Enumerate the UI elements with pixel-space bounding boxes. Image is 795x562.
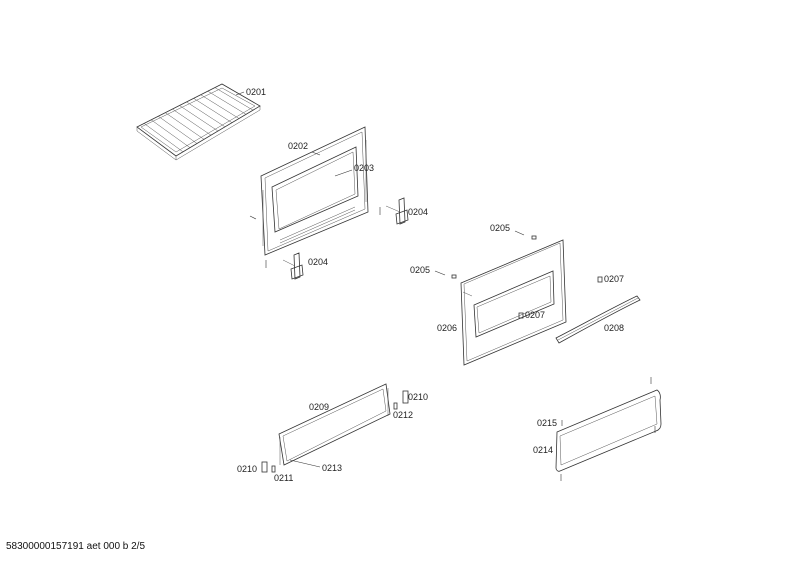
- rack-wire: [179, 105, 219, 132]
- rack-wire: [158, 116, 198, 144]
- callout-0213: 0213: [322, 463, 342, 473]
- door-glass-0206: [460, 239, 567, 366]
- callout-0203: 0203: [354, 163, 374, 173]
- clip-0207-right: [597, 276, 603, 283]
- callout-0209: 0209: [309, 402, 329, 412]
- callout-0210-left: 0210: [237, 464, 257, 474]
- callout-0211: 0211: [274, 473, 293, 483]
- callout-0201: 0201: [246, 87, 266, 97]
- callout-0215: 0215: [537, 418, 557, 428]
- bracket-0210-right: [402, 390, 409, 404]
- callout-0204-lower: 0204: [308, 257, 328, 267]
- screw-0205-upper: [514, 230, 537, 240]
- callout-0202: 0202: [288, 141, 308, 151]
- rack-wire: [207, 90, 247, 115]
- oven-rack-0201: [136, 83, 261, 161]
- inner-door-frame-0202: [260, 126, 369, 256]
- callout-0207-glass: 0207: [525, 310, 545, 320]
- rack-wire: [172, 108, 212, 136]
- rack-wire: [143, 123, 184, 153]
- rack-wire: [186, 101, 226, 128]
- callout-0212: 0212: [393, 410, 413, 420]
- callout-0214: 0214: [533, 445, 553, 455]
- callout-0210-right: 0210: [408, 392, 428, 402]
- callout-0205-lower: 0205: [410, 265, 430, 275]
- rack-wire: [214, 87, 254, 111]
- hinge-0204-lower: [282, 252, 304, 280]
- bracket-0210-left: [261, 461, 268, 473]
- pin-0212: [393, 402, 398, 410]
- callout-0206: 0206: [437, 323, 457, 333]
- rack-wire: [165, 112, 205, 140]
- rack-wire: [151, 119, 191, 148]
- callout-0205-upper: 0205: [490, 223, 510, 233]
- hinge-0204-upper: [385, 197, 409, 225]
- callout-0208: 0208: [604, 323, 624, 333]
- trim-frame-0209: [278, 383, 391, 468]
- rack-wire: [193, 98, 233, 123]
- screw-0205-lower: [434, 270, 457, 279]
- seal-strip-0208: [555, 295, 641, 344]
- clip-0207-glass: [518, 312, 524, 319]
- pin-0211: [271, 465, 276, 473]
- callout-0204-upper: 0204: [408, 207, 428, 217]
- callout-0207-right: 0207: [604, 274, 624, 284]
- drawing-number-footer: 58300000157191 aet 000 b 2/5: [6, 541, 146, 552]
- rack-wire: [200, 94, 240, 119]
- door-handle-0214: [555, 377, 662, 481]
